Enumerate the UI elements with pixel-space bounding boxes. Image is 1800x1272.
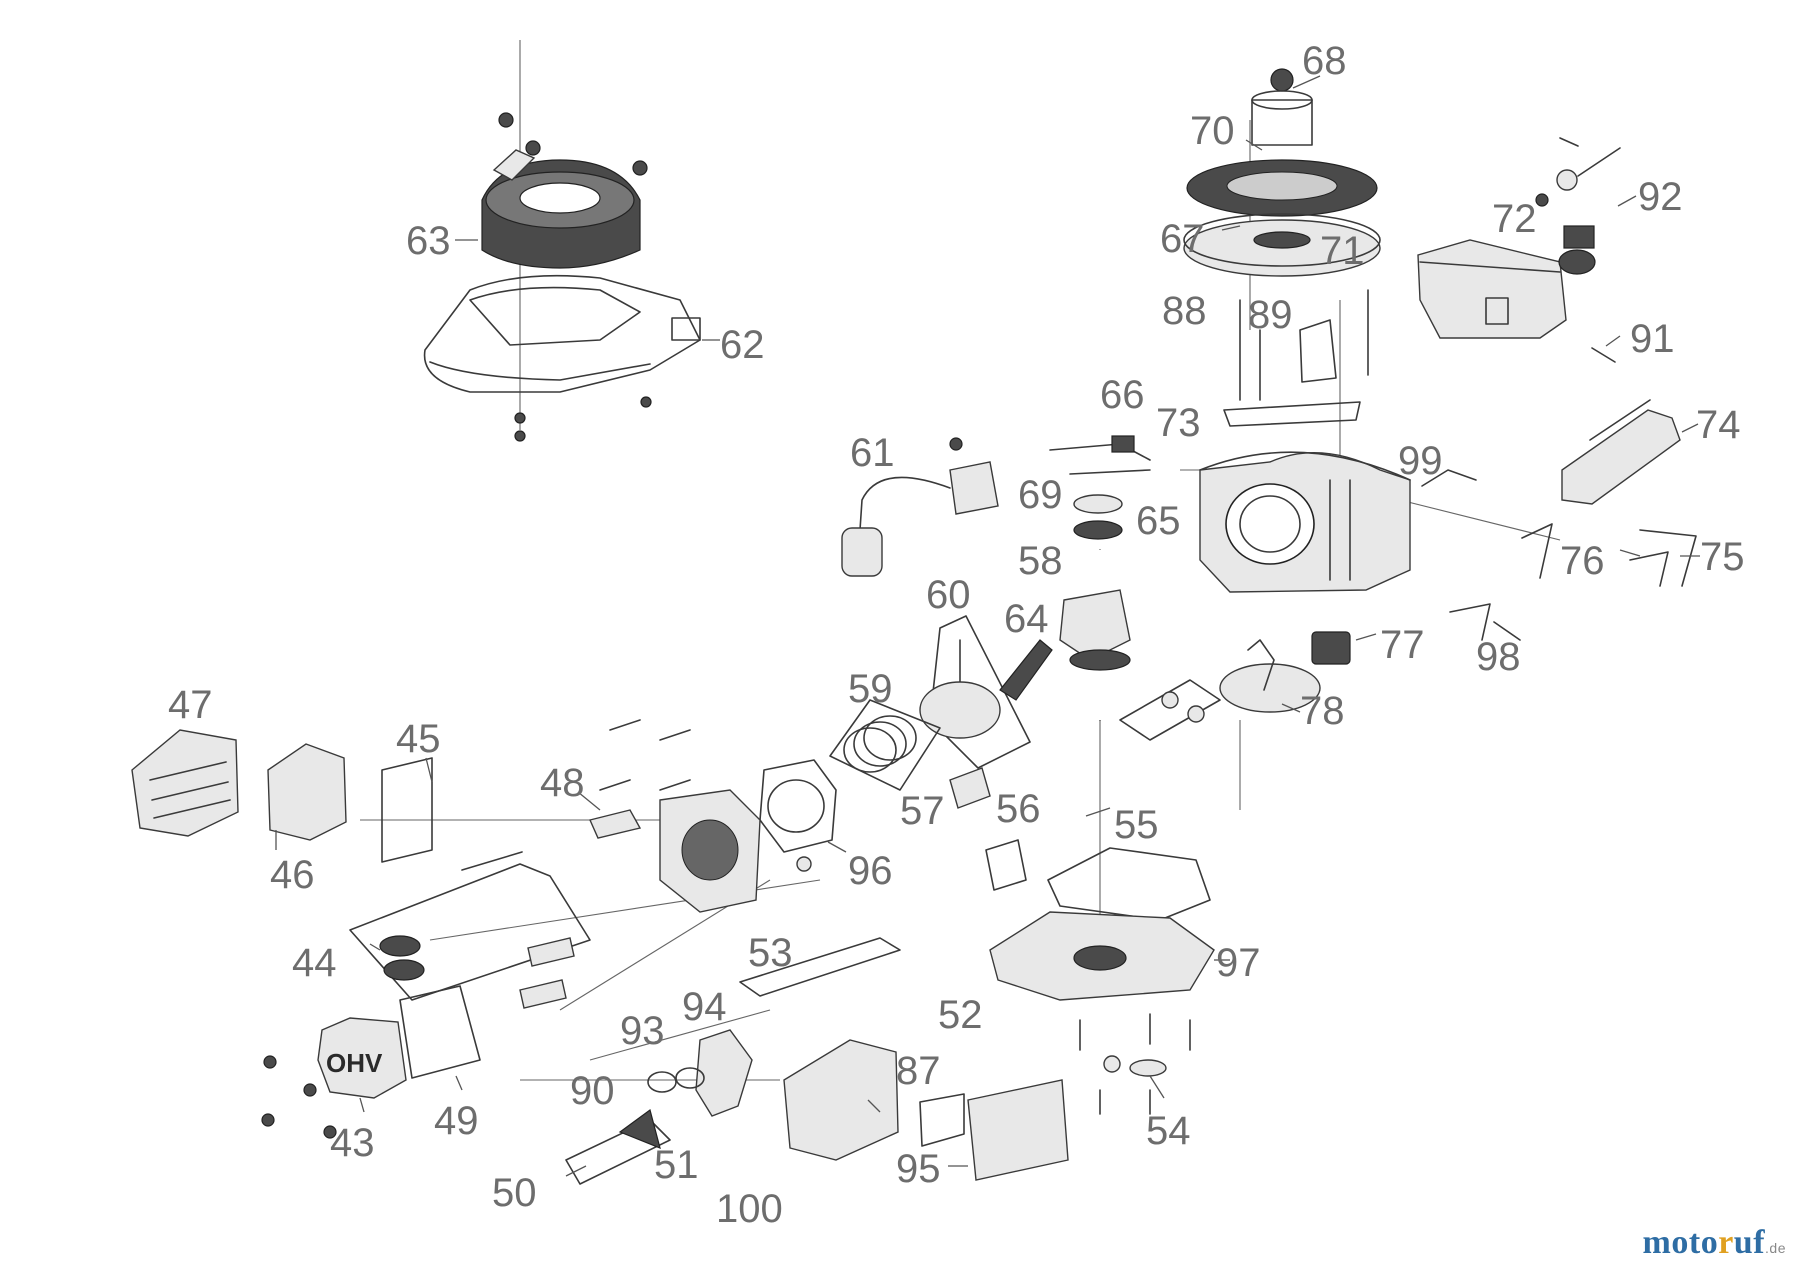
fuel-tank — [1417, 137, 1621, 363]
callout-labels: 47 45 46 48 44 43 49 50 93 94 90 51 100 … — [168, 39, 1745, 1231]
callout-90: 90 — [570, 1069, 615, 1113]
logo-text-part1: moto — [1642, 1224, 1719, 1261]
valve-cover: OHV — [261, 985, 481, 1139]
callout-70: 70 — [1190, 109, 1235, 153]
callout-55: 55 — [1114, 803, 1159, 847]
callout-52: 52 — [938, 993, 983, 1037]
callout-91: 91 — [1630, 317, 1675, 361]
callout-95: 95 — [896, 1147, 941, 1191]
callout-48: 48 — [540, 761, 585, 805]
callout-56: 56 — [996, 787, 1041, 831]
callout-72: 72 — [1492, 197, 1537, 241]
crankcase-cover — [989, 847, 1215, 1001]
logo-text-part2: r — [1718, 1224, 1734, 1261]
callout-45: 45 — [396, 717, 441, 761]
callout-67: 67 — [1160, 217, 1205, 261]
callout-47: 47 — [168, 683, 213, 727]
callout-46: 46 — [270, 853, 315, 897]
leader-lines — [275, 75, 1700, 1177]
callout-76: 76 — [1560, 539, 1605, 583]
base-bolts — [1079, 1013, 1191, 1115]
callout-57: 57 — [900, 789, 945, 833]
callout-98: 98 — [1476, 635, 1521, 679]
callout-89: 89 — [1248, 293, 1293, 337]
callout-66: 66 — [1100, 373, 1145, 417]
ohv-marking: OHV — [326, 1048, 383, 1078]
callout-58: 58 — [1018, 539, 1063, 583]
callout-44-left: 44 — [292, 941, 337, 985]
callout-99: 99 — [1398, 439, 1443, 483]
callout-92: 92 — [1638, 175, 1683, 219]
callout-100: 100 — [716, 1187, 783, 1231]
flywheel-group — [1183, 68, 1381, 277]
callout-87: 87 — [896, 1049, 941, 1093]
callout-78: 78 — [1300, 689, 1345, 733]
callout-51: 51 — [654, 1143, 699, 1187]
callout-50: 50 — [492, 1171, 537, 1215]
callout-97: 97 — [1216, 941, 1261, 985]
callout-43: 43 — [330, 1121, 375, 1165]
callout-61: 61 — [850, 431, 895, 475]
callout-94: 94 — [682, 985, 727, 1029]
throttle-parts — [1311, 399, 1697, 665]
callout-62: 62 — [720, 323, 765, 367]
engine-block — [1199, 451, 1411, 593]
callout-77: 77 — [1380, 623, 1425, 667]
callout-71: 71 — [1320, 229, 1365, 273]
callout-54: 54 — [1146, 1109, 1191, 1153]
callout-60: 60 — [926, 573, 971, 617]
crankshaft — [1059, 494, 1131, 721]
carburetor-airfilter — [565, 937, 1069, 1185]
callout-65: 65 — [1136, 499, 1181, 543]
callout-73: 73 — [1156, 401, 1201, 445]
logo-tld: .de — [1765, 1240, 1786, 1256]
callout-93: 93 — [620, 1009, 665, 1053]
studs-gasket — [1223, 289, 1369, 427]
callout-59: 59 — [848, 667, 893, 711]
governor-linkage — [1049, 435, 1151, 475]
cylinder-head — [589, 719, 812, 913]
logo-text-part3: uf — [1733, 1224, 1766, 1261]
recoil-starter — [481, 112, 648, 269]
camshaft — [1119, 639, 1321, 741]
motoruf-logo: motoruf.de — [1643, 1224, 1786, 1262]
callout-96: 96 — [848, 849, 893, 893]
callout-68: 68 — [1302, 39, 1347, 83]
callout-69: 69 — [1018, 473, 1063, 517]
piston-assembly — [829, 615, 1053, 791]
callout-49: 49 — [434, 1099, 479, 1143]
callout-74: 74 — [1696, 403, 1741, 447]
callout-88: 88 — [1162, 289, 1207, 333]
callout-64: 64 — [1004, 597, 1049, 641]
callout-75: 75 — [1700, 535, 1745, 579]
ignition-coil — [841, 437, 999, 577]
valve-springs — [349, 851, 591, 1009]
callout-63: 63 — [406, 219, 451, 263]
muffler — [131, 729, 433, 863]
blower-housing — [423, 274, 701, 442]
callout-53: 53 — [748, 931, 793, 975]
